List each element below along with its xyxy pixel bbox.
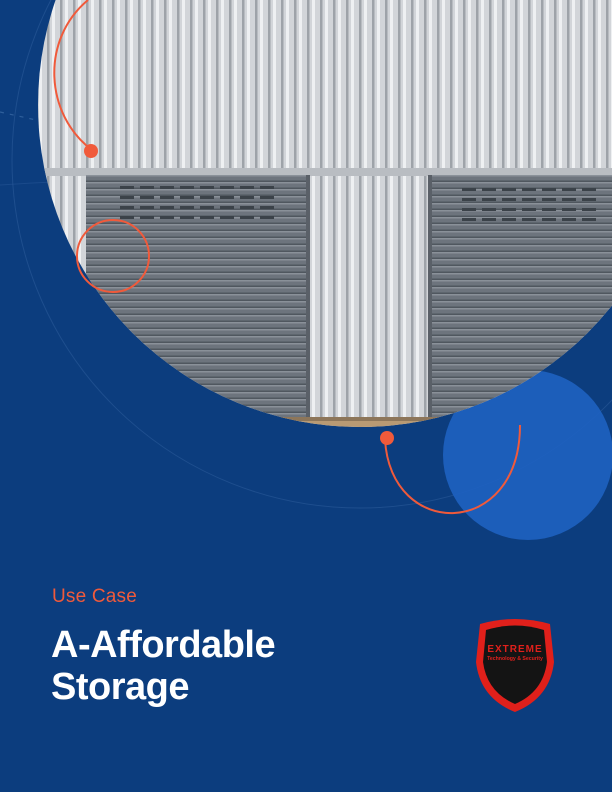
company-logo: EXTREME Technology & Security [476,619,554,712]
page-title: A-Affordable Storage [51,624,276,708]
guide-ring-large [11,0,612,509]
logo-tagline: Technology & Security [487,656,543,662]
eyebrow-label: Use Case [52,586,138,607]
logo-shield-inner [483,625,547,704]
title-line-1: A-Affordable [51,624,276,666]
accent-dot-bottom [380,431,394,445]
blue-accent-circle [443,370,612,540]
accent-ring-left [76,219,150,293]
accent-dot-top [84,144,98,158]
accent-arc-top [53,0,93,151]
title-line-2: Storage [51,666,189,708]
warehouse-photo [38,0,612,427]
accent-arc-bottom [384,424,521,515]
logo-word: EXTREME [487,644,542,655]
